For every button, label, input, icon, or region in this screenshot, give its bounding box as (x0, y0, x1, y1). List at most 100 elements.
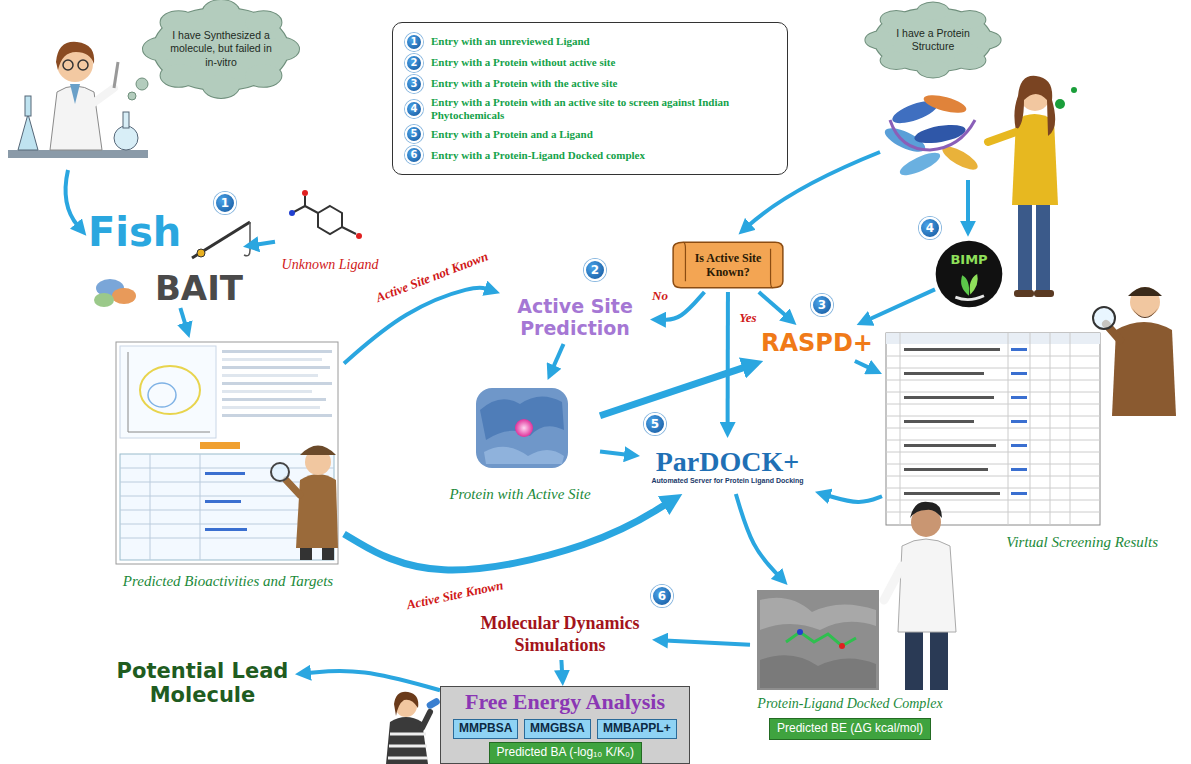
speech-bubble: I have Synthesized a molecule, but faile… (146, 2, 296, 96)
flow-arrow (344, 288, 488, 364)
screenshot-thumbnail-part (222, 382, 332, 385)
screenshot-thumbnail-part (140, 366, 200, 414)
logo-outline-part (970, 274, 978, 294)
protein-structure-part (897, 148, 943, 179)
results-table-part (1011, 468, 1027, 471)
legend-row: 5 Entry with a Protein and a Ligand (405, 125, 775, 143)
edge-label: No (650, 288, 670, 304)
detective-figure-part (1132, 308, 1158, 318)
node-text: ParDOCK+ (656, 447, 800, 476)
edge-label: Yes (737, 310, 758, 326)
result-panel: Predicted Bioactivities and Targets (112, 338, 344, 592)
docked-complex-picture-part (786, 632, 856, 646)
legend-row: 3Entry with a Protein with the active si… (405, 75, 775, 93)
screenshot-thumbnail-part (222, 390, 312, 393)
tool-title: RASPD+ (760, 325, 874, 361)
screenshot-thumbnail-part (222, 398, 326, 401)
molecule-drawing-part (342, 227, 356, 234)
molecule-drawing-part (302, 190, 308, 196)
results-table-part (1050, 333, 1051, 525)
node-text: Virtual Screening Results (1006, 533, 1158, 551)
results-table-part (886, 464, 1100, 465)
flow-arrow (665, 640, 750, 644)
docked-complex-picture-part (839, 643, 845, 649)
legend-row: 4Entry with a Protein with an active sit… (405, 96, 775, 122)
analysis-box: Free Energy AnalysisMMPBSAMMGBSAMMBAPPL+… (440, 686, 690, 764)
node-text: Protein-Ligand Docked Complex (757, 696, 942, 713)
method-box: MMBAPPL+ (597, 719, 677, 739)
molecule-drawing (289, 190, 362, 239)
presenter-figure-part (884, 566, 902, 600)
logo-outline-part (936, 241, 1003, 308)
node-text: I have a Protein Structure (890, 27, 976, 53)
molecule-drawing-part (304, 196, 306, 206)
screenshot-thumbnail (116, 342, 338, 564)
molecule-drawing-part (356, 233, 362, 239)
legend-swatch: 1 (405, 33, 423, 51)
scientist-figure-part (56, 42, 94, 70)
legend-swatch: 3 (405, 75, 423, 93)
results-table-part (886, 368, 1100, 369)
protein-surface (476, 388, 568, 468)
protein-bait-part (112, 288, 136, 304)
woman-figure-part (988, 132, 1016, 142)
legend-text: Entry with a Protein-Ligand Docked compl… (431, 149, 645, 162)
presenter-figure-part (898, 539, 956, 632)
callout-number: 3 (811, 294, 833, 316)
legend-row: 1Entry with an unreviewed Ligand (405, 33, 775, 51)
detective-figure (271, 446, 338, 561)
legend-text: Entry with a Protein and a Ligand (431, 128, 593, 141)
node-text: BIMP (950, 252, 987, 268)
results-table-part (1011, 420, 1027, 423)
legend-number: 3 (411, 79, 418, 89)
protein-structure (882, 92, 981, 180)
results-table-part (886, 333, 1100, 525)
node-text: Fish (88, 210, 181, 254)
callout-number: 2 (584, 259, 606, 281)
flow-arrow (66, 170, 78, 226)
cloud-outline-part-part (161, 64, 197, 87)
legend-number: 2 (411, 58, 418, 68)
legend-number: 4 (411, 104, 418, 114)
logo-circle: BIMP (935, 240, 1003, 308)
presenter-figure-part (910, 502, 942, 518)
results-table-part (886, 476, 1100, 477)
docked-complex-picture-part (760, 655, 876, 688)
node-text: Free Energy Analysis (441, 689, 689, 715)
flow-arrow (966, 180, 970, 224)
detective-figure-part (300, 446, 336, 456)
presenter-figure-part (905, 628, 923, 690)
legend-number: 5 (411, 129, 418, 139)
node-text: I have Synthesized a molecule, but faile… (168, 29, 274, 68)
legend-swatch: 4 (405, 100, 423, 118)
legend-box: 1Entry with an unreviewed Ligand 2Entry w… (392, 22, 788, 175)
flow-arrow (308, 671, 440, 690)
legend-swatch: 2 (405, 54, 423, 72)
node-text: Automated Server for Protein Ligand Dock… (651, 477, 803, 485)
cloud-outline-part-part (881, 11, 912, 28)
molecule-drawing-part (292, 206, 318, 213)
detective-figure-part (300, 548, 312, 560)
ligand-node: Unknown Ligand (275, 190, 385, 276)
scientist-figure (8, 42, 148, 158)
results-table-part (886, 392, 1100, 393)
results-table-part (886, 380, 1100, 381)
screenshot-thumbnail-part (222, 350, 332, 353)
results-table-part (1011, 348, 1027, 351)
detective-figure-part (1093, 307, 1115, 329)
detective-figure-part (271, 463, 289, 481)
flow-arrow (553, 344, 564, 368)
flow-arrow (180, 308, 185, 326)
cloud-outline-part-part (245, 64, 281, 87)
scientist-figure-part (114, 126, 138, 150)
results-table-part (886, 488, 1100, 489)
cloud-outline-part-part (917, 60, 948, 77)
node-text: BAIT (155, 268, 243, 308)
screenshot-thumbnail-part (222, 374, 318, 377)
screenshot-thumbnail-part (150, 454, 151, 560)
detective-figure-part (286, 480, 300, 495)
fishing-rod-part (244, 222, 250, 256)
woman-figure-part (1055, 99, 1065, 109)
results-table-part (904, 396, 994, 399)
flow-arrow (759, 292, 787, 317)
